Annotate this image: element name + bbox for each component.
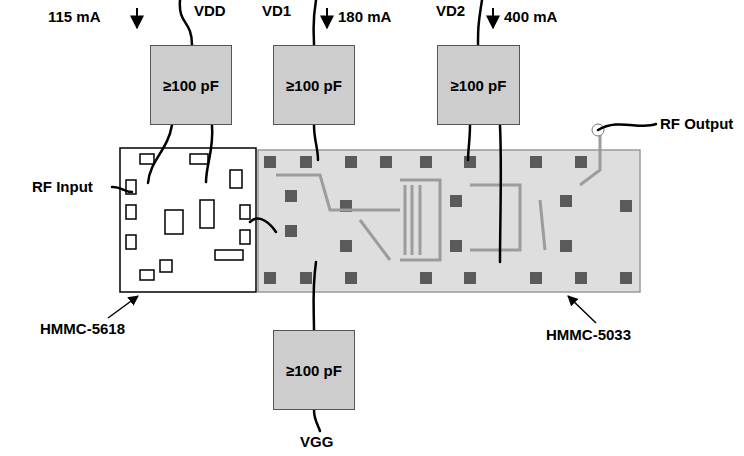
- current-arrow: [326, 8, 328, 28]
- supply-name: VD1: [262, 2, 291, 20]
- chip-trace: [400, 180, 440, 260]
- chip-trace: [360, 220, 390, 260]
- chip-pad: [450, 195, 462, 207]
- chip-pad: [575, 156, 587, 168]
- chip-pad: [464, 156, 476, 168]
- chip-trace: [419, 185, 422, 255]
- capacitance-value: ≥100 pF: [163, 77, 219, 94]
- supply-name: VDD: [194, 2, 226, 20]
- current-label: 180 mA: [338, 8, 391, 26]
- part-name: HMMC-5618: [40, 320, 125, 338]
- chip-pad: [200, 200, 214, 228]
- supply-name: VD2: [436, 2, 465, 20]
- chip-trace: [276, 175, 400, 210]
- chip-pad: [420, 156, 432, 168]
- chip-pad: [190, 154, 208, 164]
- chip-pad: [165, 210, 183, 234]
- capacitor-box: ≥100 pF: [150, 45, 232, 125]
- bias-wire: [314, 410, 320, 431]
- bond-wire: [250, 219, 276, 233]
- rf-input-wire: [112, 187, 132, 192]
- chip-trace: [580, 135, 600, 185]
- bond-wire: [206, 125, 212, 182]
- chip-trace: [404, 185, 407, 255]
- chip-pad: [285, 225, 297, 237]
- wires: [112, 0, 656, 431]
- capacitor-box: ≥100 pF: [273, 45, 355, 125]
- chip-pad: [300, 156, 312, 168]
- port-label: RF Output: [660, 115, 733, 133]
- chip-pad: [240, 205, 250, 219]
- part-name: HMMC-5033: [546, 326, 631, 344]
- leader-lines: [108, 296, 596, 323]
- bond-wire: [468, 125, 470, 160]
- capacitance-value: ≥100 pF: [451, 77, 507, 94]
- leader-line: [568, 296, 596, 323]
- chip-pad: [345, 272, 357, 284]
- capacitance-value: ≥100 pF: [286, 362, 342, 379]
- supply-name: VGG: [300, 433, 333, 451]
- chip-pad: [264, 272, 276, 284]
- chip-pad: [450, 240, 462, 252]
- chip-pad: [345, 156, 357, 168]
- chip-pad: [620, 272, 632, 284]
- bond-wire: [499, 125, 502, 262]
- leader-line: [108, 296, 138, 318]
- chip-pad: [530, 156, 542, 168]
- chip-pad: [530, 272, 542, 284]
- chip-pad: [420, 272, 432, 284]
- chip-pad: [215, 250, 243, 260]
- current-arrow: [136, 8, 138, 28]
- bond-wire: [314, 125, 318, 160]
- chip-pad: [560, 240, 572, 252]
- chip-pad: [126, 205, 136, 219]
- chip-pad: [300, 272, 312, 284]
- supply-wire: [478, 0, 482, 45]
- capacitor-box: ≥100 pF: [437, 45, 520, 125]
- current-arrow: [492, 8, 494, 28]
- chip-pad: [264, 156, 276, 168]
- bond-wire: [148, 125, 172, 183]
- chip-pad: [560, 195, 572, 207]
- chip-pad: [380, 156, 392, 168]
- capacitance-value: ≥100 pF: [286, 77, 342, 94]
- chip-pad: [620, 200, 632, 212]
- chip-pad: [240, 230, 250, 244]
- chip-pad: [285, 190, 297, 202]
- chip-pad: [230, 170, 242, 188]
- chip-detail: [126, 124, 632, 284]
- chips: [120, 148, 640, 292]
- chip-pad: [160, 260, 172, 272]
- capacitor-box: ≥100 pF: [273, 330, 355, 410]
- bias-wire: [314, 262, 317, 330]
- chip-pad: [340, 240, 352, 252]
- supply-wire: [314, 0, 317, 45]
- chip-pad: [140, 270, 154, 280]
- chip-trace: [470, 185, 520, 250]
- chip-trace: [411, 185, 414, 255]
- port-label: RF Input: [32, 178, 93, 196]
- chip-pad: [575, 272, 587, 284]
- chip-pad: [126, 235, 136, 249]
- chip-pad: [140, 154, 154, 164]
- supply-wire: [180, 0, 192, 45]
- chip-hmmc-5618: [120, 148, 256, 292]
- rf-output-wire: [598, 124, 656, 130]
- chip-pad: [464, 272, 476, 284]
- current-label: 115 mA: [48, 8, 101, 26]
- current-label: 400 mA: [504, 8, 557, 26]
- chip-trace: [540, 200, 545, 250]
